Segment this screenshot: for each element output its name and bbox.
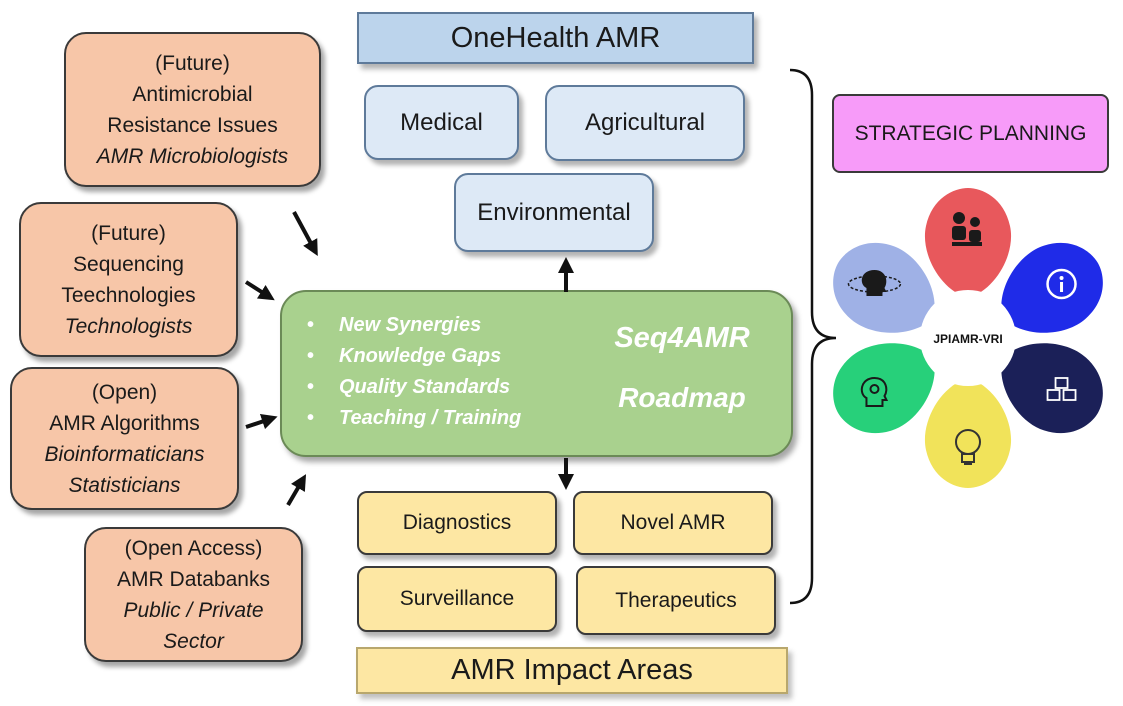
stakeholder-microbiologists: (Future) Antimicrobial Resistance Issues… — [64, 32, 321, 187]
flower-center-label: JPIAMR-VRI — [933, 332, 1002, 346]
stakeholder-line: (Future) — [155, 51, 230, 75]
flower-center — [920, 290, 1016, 386]
stakeholder-technologists: (Future) Sequencing Teechnologies Techno… — [19, 202, 238, 357]
stakeholder-line: Sequencing — [73, 252, 184, 276]
stakeholder-line: (Open) — [91, 380, 158, 404]
people-icon — [952, 212, 982, 246]
stakeholder-line: Resistance Issues — [107, 113, 278, 137]
stakeholder-role: Sector — [163, 629, 224, 653]
roadmap-bullet: Knowledge Gaps — [307, 341, 521, 372]
stakeholder-line: Antimicrobial — [132, 82, 253, 106]
lightbulb-icon — [955, 429, 981, 465]
impact-surveillance: Surveillance — [357, 566, 557, 632]
stakeholder-role: Bioinformaticians — [44, 442, 205, 466]
impact-diagnostics: Diagnostics — [357, 491, 557, 555]
arrow-technologists — [244, 280, 275, 301]
stakeholder-line: Teechnologies — [61, 283, 196, 307]
cubes-icon — [1046, 377, 1077, 401]
roadmap-subtitle: Roadmap — [618, 382, 746, 413]
stakeholder-role: Statisticians — [68, 473, 181, 497]
jpiamr-flower: JPIAMR-VRI — [833, 188, 1103, 488]
stakeholder-line: AMR Databanks — [117, 567, 270, 591]
petal-lower-right — [1001, 343, 1103, 434]
arrow-bioinformaticians — [245, 413, 278, 430]
impact-therapeutics: Therapeutics — [576, 566, 776, 635]
stakeholder-role: AMR Microbiologists — [96, 144, 289, 168]
stakeholder-role: Public / Private — [123, 598, 264, 622]
stakeholder-role: Technologists — [64, 314, 193, 338]
domain-medical: Medical — [364, 85, 519, 160]
stakeholder-line: AMR Algorithms — [49, 411, 200, 435]
domain-agricultural: Agricultural — [545, 85, 745, 161]
petal-lower-left — [833, 343, 935, 434]
petal-upper-right — [1001, 242, 1103, 333]
onehealth-title: OneHealth AMR — [357, 12, 754, 64]
head-gear-icon — [860, 376, 889, 407]
arrow-databanks — [286, 474, 307, 507]
stakeholder-line: (Open Access) — [124, 536, 263, 560]
impact-areas-title: AMR Impact Areas — [356, 647, 788, 694]
info-icon — [1046, 268, 1077, 300]
seq4amr-roadmap-box: New Synergies Knowledge Gaps Quality Sta… — [280, 290, 793, 457]
strategic-planning-box: STRATEGIC PLANNING — [832, 94, 1109, 173]
arrow-microbiologists — [292, 211, 318, 257]
roadmap-bullet: Teaching / Training — [307, 403, 521, 434]
roadmap-bullets: New Synergies Knowledge Gaps Quality Sta… — [307, 310, 521, 434]
roadmap-title: Seq4AMR — [614, 322, 750, 354]
roadmap-bullet: Quality Standards — [307, 372, 521, 403]
roadmap-bullet: New Synergies — [307, 310, 521, 341]
stakeholder-line: (Future) — [91, 221, 166, 245]
stakeholder-databanks: (Open Access) AMR Databanks Public / Pri… — [84, 527, 303, 662]
domain-environmental: Environmental — [454, 173, 654, 252]
stakeholder-bioinformaticians: (Open) AMR Algorithms Bioinformaticians … — [10, 367, 239, 510]
petal-bottom — [924, 378, 1012, 488]
impact-novel-amr: Novel AMR — [573, 491, 773, 555]
brace — [789, 68, 837, 605]
